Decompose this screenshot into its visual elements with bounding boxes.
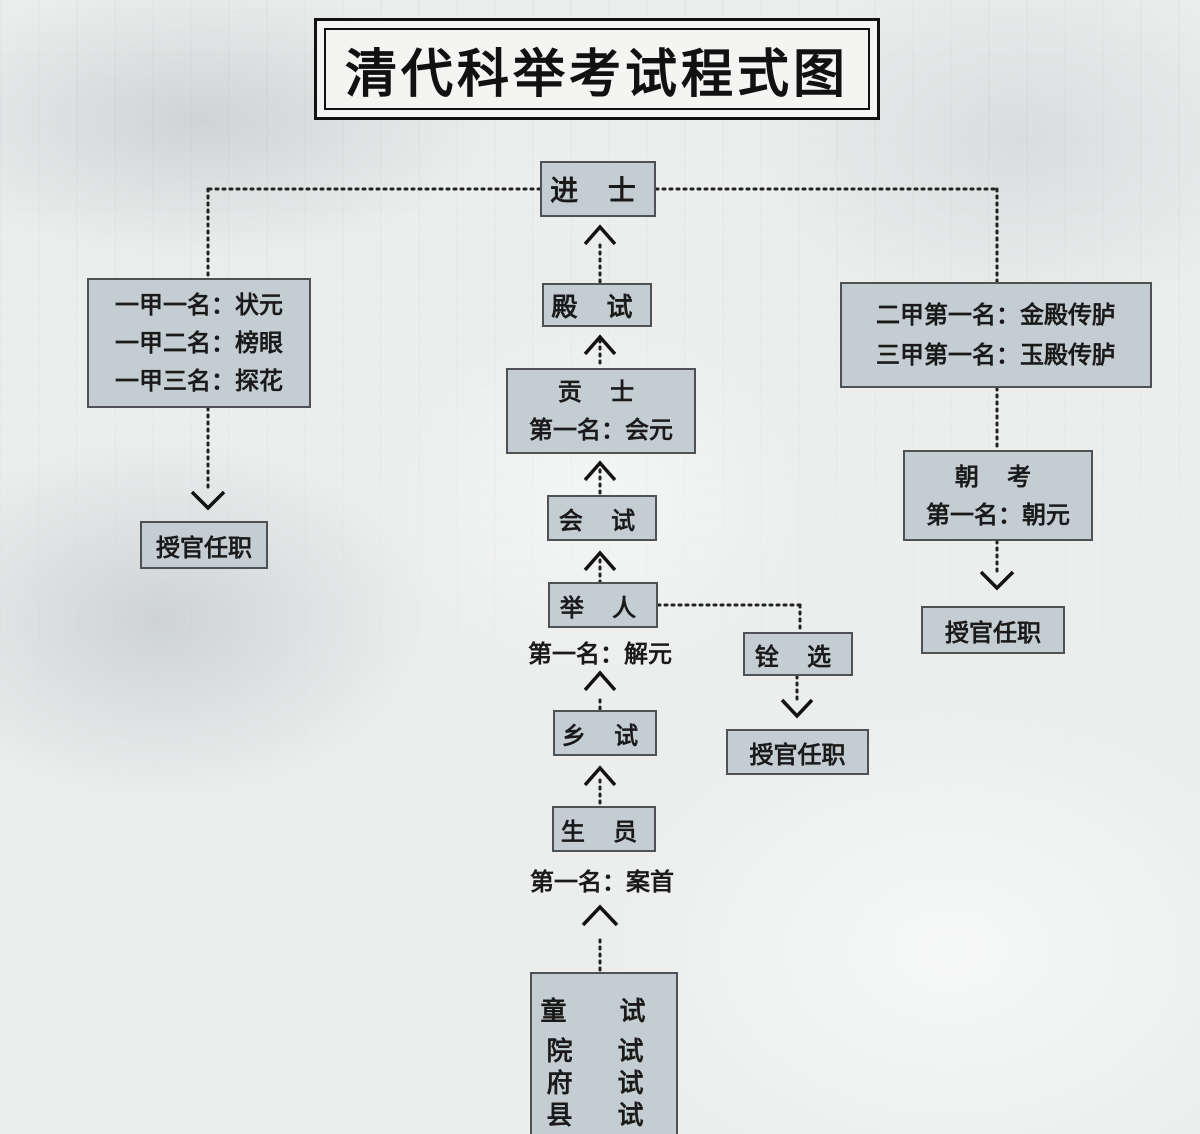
rank-third-class-first: 三甲第一名：玉殿传胪 — [876, 340, 1116, 369]
node-chuanlu: 二甲第一名：金殿传胪 三甲第一名：玉殿传胪 — [840, 282, 1152, 388]
node-gongshi-label: 贡 士 — [557, 377, 645, 406]
node-shengyuan: 生 员 — [552, 806, 656, 852]
title-frame: 清代科举考试程式图 — [314, 18, 880, 120]
node-juren: 举 人 — [548, 582, 658, 628]
node-chaokao-label: 朝 考 — [954, 461, 1042, 491]
node-jinshi: 进 士 — [540, 161, 656, 217]
arrow-up-to-huishi — [583, 550, 617, 572]
appoint-right-label: 授官任职 — [945, 617, 1041, 647]
node-appoint-left: 授官任职 — [140, 521, 268, 569]
rank-second: 一甲二名：榜眼 — [115, 328, 283, 357]
node-quanxuan-label: 铨 选 — [754, 641, 842, 671]
appoint-left-label: 授官任职 — [156, 532, 252, 562]
juren-first-label: 第一名：解元 — [528, 639, 672, 668]
node-xiangshi: 乡 试 — [553, 710, 657, 756]
arrow-up-to-xiangshi — [583, 765, 617, 787]
rank-third: 一甲三名：探花 — [115, 366, 283, 395]
node-gongshi-first: 第一名：会元 — [529, 415, 673, 444]
arrow-up-to-dianshi — [583, 334, 617, 356]
arrow-down-to-appoint-left — [190, 490, 226, 511]
node-top-ranks: 一甲一名：状元 一甲二名：榜眼 一甲三名：探花 — [87, 278, 311, 408]
arrow-down-to-appoint-middle — [780, 698, 814, 719]
appoint-middle-label: 授官任职 — [749, 739, 846, 769]
node-huishi-label: 会 试 — [558, 505, 646, 535]
node-quanxuan: 铨 选 — [743, 632, 853, 676]
node-dianshi: 殿 试 — [542, 283, 652, 327]
node-jinshi-label: 进 士 — [550, 174, 646, 207]
node-gongshi: 贡 士 第一名：会元 — [506, 368, 696, 454]
arrow-up-to-gongshi — [583, 460, 617, 482]
node-shengyuan-label: 生 员 — [560, 816, 648, 846]
node-appoint-right: 授官任职 — [921, 606, 1065, 654]
node-appoint-middle: 授官任职 — [726, 729, 869, 775]
tongshi-stage-fushi: 府 试 — [546, 1069, 662, 1099]
title-inner-frame: 清代科举考试程式图 — [324, 28, 870, 110]
shengyuan-first-label: 第一名：案首 — [530, 867, 674, 896]
tongshi-stage-yuanshi: 院 试 — [546, 1037, 662, 1067]
node-juren-label: 举 人 — [559, 592, 647, 622]
tongshi-stage-xianshi: 县 试 — [546, 1101, 662, 1131]
node-tongshi-label: 童 试 — [540, 997, 668, 1027]
node-tongshi: 童 试 院 试 府 试 县 试 — [530, 972, 678, 1134]
arrow-up-to-jinshi — [583, 224, 617, 246]
arrow-down-to-appoint-right — [979, 570, 1015, 591]
node-dianshi-label: 殿 试 — [551, 292, 643, 323]
arrow-up-to-shengyuan — [581, 904, 619, 927]
diagram-title: 清代科举考试程式图 — [344, 43, 849, 105]
node-chaokao: 朝 考 第一名：朝元 — [903, 450, 1093, 541]
node-chaokao-first: 第一名：朝元 — [926, 499, 1070, 529]
node-huishi: 会 试 — [547, 495, 657, 541]
arrow-up-to-juren — [583, 670, 617, 692]
node-xiangshi-label: 乡 试 — [561, 720, 649, 750]
rank-second-class-first: 二甲第一名：金殿传胪 — [876, 300, 1116, 329]
rank-first: 一甲一名：状元 — [115, 290, 283, 319]
